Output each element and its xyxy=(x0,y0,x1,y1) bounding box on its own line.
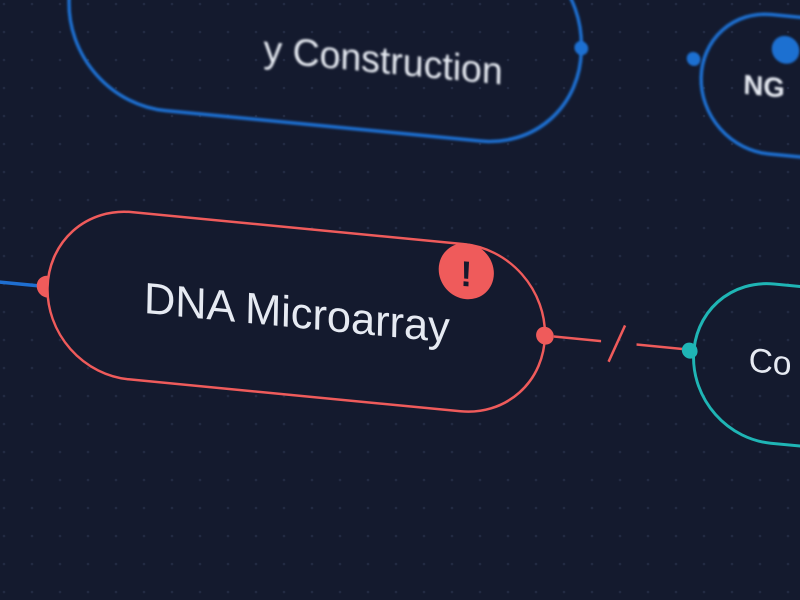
broken-connector-segment-right xyxy=(636,343,684,351)
node-dna-microarray[interactable]: DNA Microarray xyxy=(46,204,547,419)
ngs-status-dot xyxy=(771,35,800,64)
error-icon: ! xyxy=(460,254,473,295)
node-ngs-label: NG xyxy=(743,69,785,104)
connector-dna-to-teal-broken[interactable] xyxy=(553,319,684,369)
node-ngs-outline xyxy=(699,12,800,172)
error-badge[interactable]: ! xyxy=(438,241,494,302)
node-right-teal-outline xyxy=(692,282,800,461)
broken-connector-slash xyxy=(607,324,627,363)
node-ngs[interactable]: NG xyxy=(699,8,800,176)
connector-left-to-dna-microarray[interactable] xyxy=(0,277,42,288)
error-badge-circle xyxy=(438,243,494,300)
port-ngs-in[interactable] xyxy=(686,51,701,66)
node-right-teal-label: Co xyxy=(748,341,792,383)
port-dna-microarray-out[interactable] xyxy=(536,326,554,346)
node-right-teal[interactable]: Co xyxy=(692,276,800,466)
connector-library-to-ngs[interactable] xyxy=(588,47,690,61)
port-library-construction-out[interactable] xyxy=(574,40,589,56)
broken-connector-segment-left xyxy=(553,335,602,343)
